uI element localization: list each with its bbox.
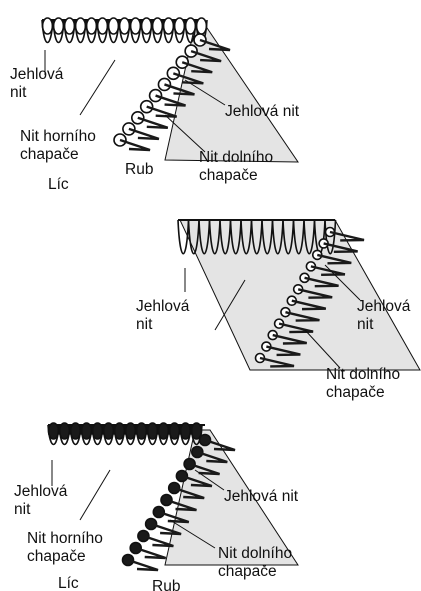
fig1-upper-looper-thread-label: Nit horního chapače — [20, 128, 96, 164]
fig1-needle-thread-left-label: Jehlová nit — [10, 66, 63, 102]
label-leader-line — [80, 60, 115, 115]
fig1-face-side-label: Líc — [48, 176, 69, 194]
fig3-back-side-label: Rub — [152, 578, 180, 591]
fig2-lower-looper-thread-label: Nit dolního chapače — [326, 366, 400, 402]
fig3-lower-looper-thread-label: Nit dolního chapače — [218, 545, 292, 581]
fig1-needle-thread-right-label: Jehlová nit — [225, 103, 299, 121]
fig2-needle-thread-right-label: Jehlová nit — [357, 298, 410, 334]
looper-thread-zigzag — [143, 536, 173, 546]
fig3-needle-thread-right-label: Jehlová nit — [224, 488, 298, 506]
looper-thread-zigzag — [136, 548, 166, 558]
fig3-face-side-label: Líc — [58, 575, 79, 591]
figure-2-artwork — [178, 220, 420, 370]
looper-thread-zigzag — [128, 560, 158, 570]
fabric-panel — [180, 220, 420, 370]
label-leader-line — [80, 470, 110, 520]
fig3-needle-thread-left-label: Jehlová nit — [14, 483, 67, 519]
fig3-upper-looper-thread-label: Nit horního chapače — [27, 530, 103, 566]
fig1-back-side-label: Rub — [125, 161, 153, 179]
fig2-needle-thread-left-label: Jehlová nit — [136, 298, 189, 334]
fig1-lower-looper-thread-label: Nit dolního chapače — [199, 149, 273, 185]
